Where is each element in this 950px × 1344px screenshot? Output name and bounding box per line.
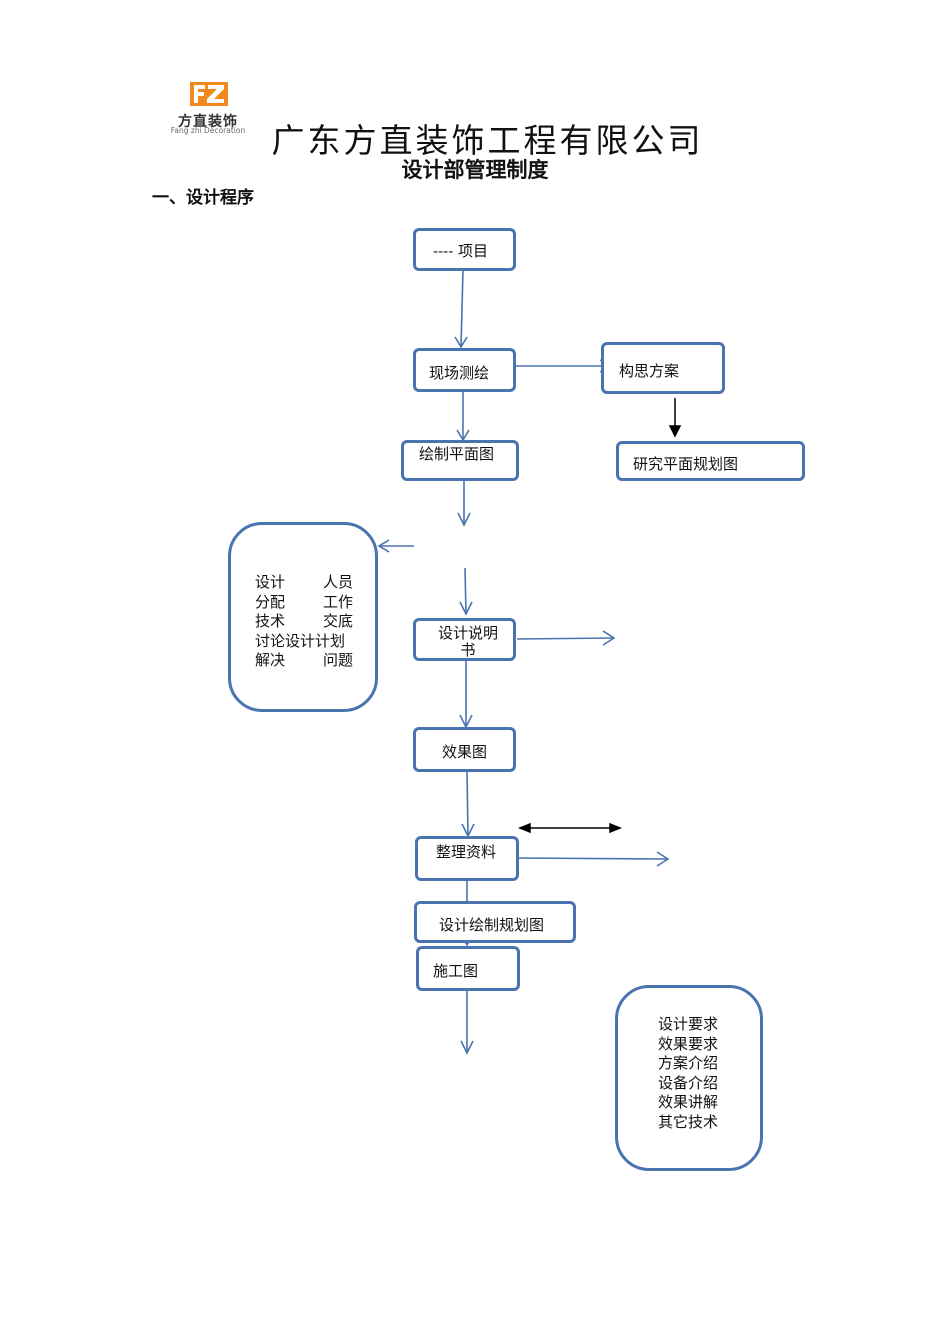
design-drawing-label: 设计绘制规划图 bbox=[439, 916, 545, 934]
arrow-to-design-spec bbox=[464, 567, 467, 615]
arrow-organize-right bbox=[516, 857, 669, 860]
requirement-item: 效果要求 bbox=[658, 1034, 719, 1053]
company-name: 广东方直装饰工程有限公司 bbox=[271, 121, 704, 160]
task-row: 设计人员 bbox=[255, 573, 353, 591]
design-drawing-box: 设计绘制规划图 bbox=[414, 901, 576, 943]
arrow-design-spec-right bbox=[516, 637, 615, 640]
task-row: 分配工作 bbox=[255, 592, 353, 611]
logo-name-cn: 方直装饰 bbox=[178, 114, 238, 130]
requirement-item: 设备介绍 bbox=[658, 1073, 719, 1092]
draw-plan-box: 绘制平面图 bbox=[401, 440, 519, 481]
requirement-item: 设计要求 bbox=[658, 1015, 719, 1033]
tasks-box: 设计人员 分配工作 技术交底 讨论设计计划 解决问题 bbox=[228, 522, 378, 712]
task-row: 解决问题 bbox=[255, 651, 353, 669]
arrow-project-to-survey bbox=[460, 269, 464, 348]
design-spec-label: 设计说明书 bbox=[437, 624, 498, 659]
renderings-label: 效果图 bbox=[442, 743, 488, 761]
site-survey-box: 现场测绘 bbox=[413, 348, 516, 392]
study-plan-label: 研究平面规划图 bbox=[633, 455, 739, 473]
arrow-renderings-to-organize bbox=[466, 770, 469, 837]
design-spec-box: 设计说明书 bbox=[413, 618, 516, 661]
renderings-box: 效果图 bbox=[413, 727, 516, 772]
draw-plan-label: 绘制平面图 bbox=[419, 445, 495, 463]
project-box: ---- 项目 bbox=[413, 228, 516, 271]
concept-label: 构思方案 bbox=[619, 362, 680, 380]
section-heading: 一、设计程序 bbox=[152, 188, 254, 208]
logo-name-en: Fang zhi Decoration bbox=[170, 126, 246, 135]
company-logo bbox=[190, 82, 228, 106]
study-plan-box: 研究平面规划图 bbox=[616, 441, 805, 481]
construction-box: 施工图 bbox=[416, 946, 520, 991]
organize-box: 整理资料 bbox=[415, 836, 519, 881]
requirement-item: 其它技术 bbox=[658, 1112, 719, 1131]
requirement-item: 效果讲解 bbox=[658, 1093, 719, 1111]
concept-box: 构思方案 bbox=[601, 342, 725, 394]
task-row: 讨论设计计划 bbox=[255, 631, 346, 650]
requirements-box: 设计要求 效果要求 方案介绍 设备介绍 效果讲解 其它技术 bbox=[615, 985, 763, 1171]
project-label: ---- 项目 bbox=[433, 242, 489, 260]
document-title: 设计部管理制度 bbox=[401, 158, 549, 182]
requirement-item: 方案介绍 bbox=[658, 1054, 719, 1072]
organize-label: 整理资料 bbox=[436, 843, 497, 861]
site-survey-label: 现场测绘 bbox=[429, 364, 490, 382]
task-row: 技术交底 bbox=[255, 612, 353, 630]
construction-label: 施工图 bbox=[433, 962, 479, 980]
